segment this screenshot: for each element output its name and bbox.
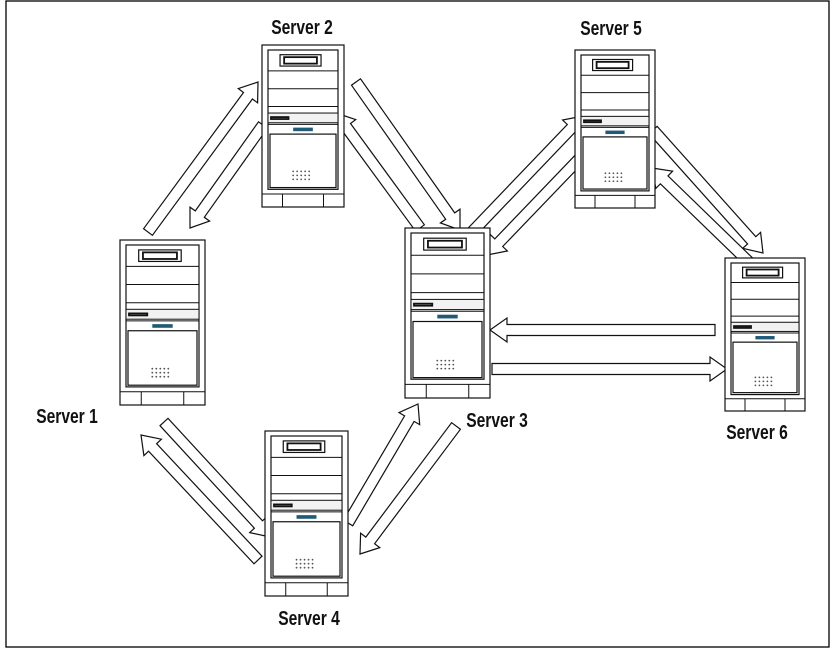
arrow-s3-to-s4 — [359, 421, 462, 555]
arrow-s3-to-s6 — [491, 355, 729, 383]
server-2-label: Server 2 — [271, 16, 333, 38]
arrow-s2-to-s1 — [189, 120, 269, 229]
arrow-s2-to-s3 — [350, 77, 461, 231]
server-6-label: Server 6 — [726, 421, 788, 443]
server-tower-3 — [404, 227, 491, 399]
servers-layer — [119, 44, 806, 597]
server-tower-5 — [574, 49, 656, 209]
server-tower-4 — [264, 430, 349, 597]
server-1-label: Server 1 — [36, 405, 98, 427]
arrow-s1-to-s2 — [142, 81, 259, 237]
arrow-s4-to-s1 — [140, 434, 263, 565]
arrows-layer — [140, 77, 764, 565]
arrow-s5-to-s6 — [648, 125, 764, 254]
server-5-label: Server 5 — [580, 17, 642, 39]
arrow-s6-to-s3 — [488, 316, 716, 344]
server-3-label: Server 3 — [466, 409, 528, 431]
server-tower-2 — [261, 44, 345, 208]
server-4-label: Server 4 — [278, 607, 340, 629]
arrow-s5-to-s3 — [486, 151, 587, 256]
arrow-s4-to-s3 — [342, 403, 421, 527]
server-tower-6 — [724, 257, 806, 412]
server-tower-1 — [119, 239, 206, 406]
